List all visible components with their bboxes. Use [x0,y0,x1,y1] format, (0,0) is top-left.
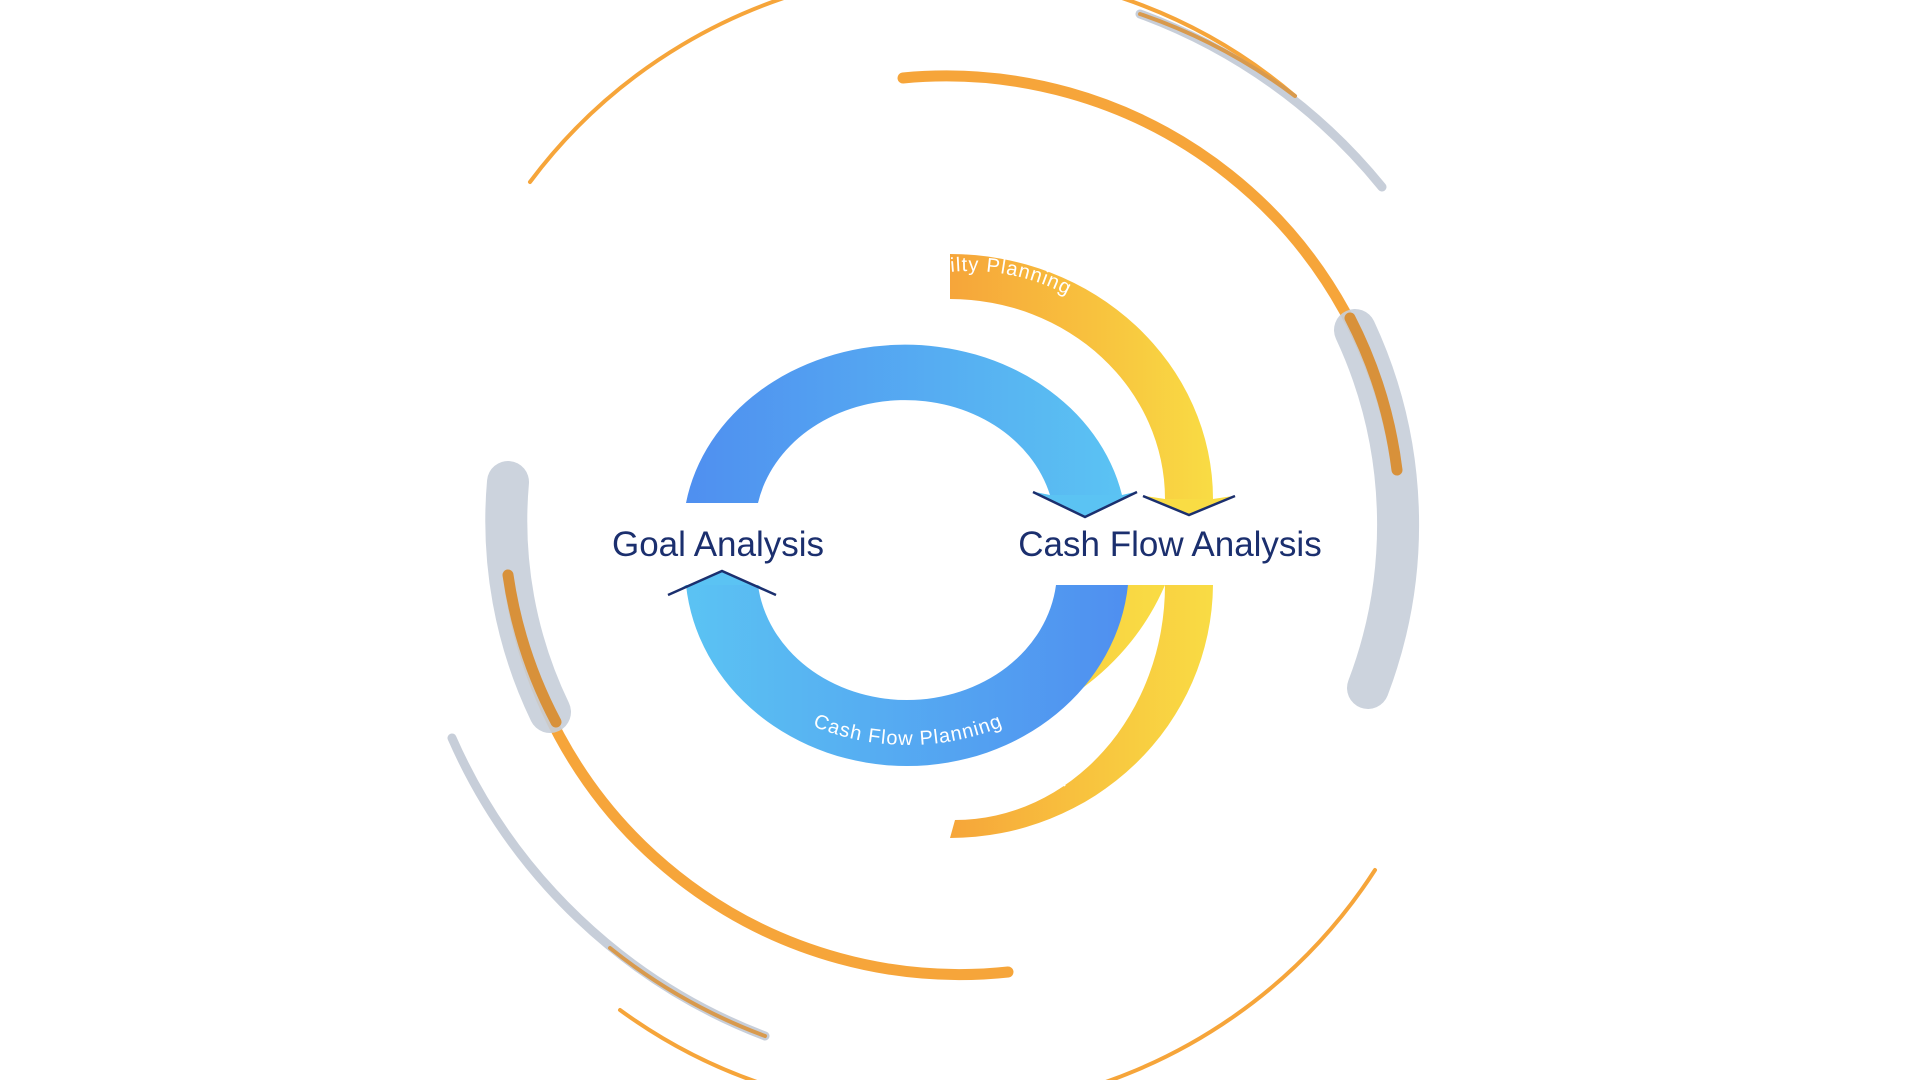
cash-flow-planning-arrowhead [670,571,774,595]
orbit-overlap-left [502,569,562,728]
tax-liability-planning-arc [950,254,1213,499]
orbit-gray-thin-top [1135,9,1387,192]
inner-ring [667,344,1138,767]
goal-analysis-node: Goal Analysis [612,525,824,564]
cash-flow-planning-arc [686,585,1128,767]
cash-flow-planning-chevron [667,569,777,597]
orbit-overlap-top [1138,12,1297,98]
decorative-orbits [447,0,1420,1080]
tax-diversification-arc [950,585,1213,838]
outer-ring [950,254,1236,838]
goal-planning-arrowhead [1035,492,1135,517]
orbit-thin-orange-bottom [618,868,1377,1080]
cash-flow-analysis-node: Cash Flow Analysis [1018,525,1321,564]
goal-planning-chevron [1032,490,1138,519]
goal-planning-arc [686,344,1122,503]
orbit-gray-thin-bottom [447,733,770,1041]
tax-liability-planning-arrowhead [1145,496,1233,515]
orbit-overlap-right [1344,312,1403,476]
orbit-thin-orange-top [528,0,1297,184]
orbit-overlap-bottom [608,946,767,1038]
tax-liability-planning-chevron [1142,494,1236,517]
